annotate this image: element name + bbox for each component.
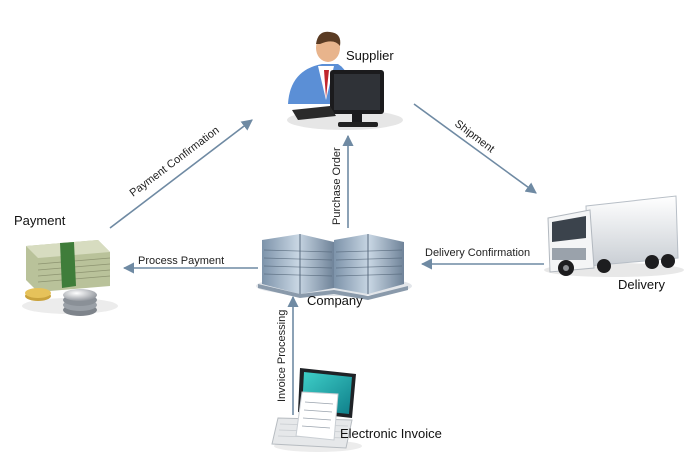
edge-label-payment-confirmation: Payment Confirmation bbox=[128, 124, 222, 199]
edge-label-purchase-order: Purchase Order bbox=[331, 147, 343, 225]
company-icon bbox=[256, 234, 412, 300]
edge-label-delivery-confirmation: Delivery Confirmation bbox=[425, 247, 530, 259]
arrow-payment-confirmation bbox=[109, 119, 253, 229]
arrow-shipment bbox=[413, 103, 537, 194]
node-label-electronic-invoice: Electronic Invoice bbox=[340, 426, 442, 441]
node-label-supplier: Supplier bbox=[346, 48, 394, 63]
edge-label-invoice-processing: Invoice Processing bbox=[276, 310, 288, 402]
node-label-delivery: Delivery bbox=[618, 277, 665, 292]
supplier-icon bbox=[287, 31, 403, 130]
electronic-invoice-icon bbox=[271, 368, 362, 452]
edge-label-process-payment: Process Payment bbox=[138, 255, 224, 267]
payment-icon bbox=[22, 240, 118, 316]
node-label-company: Company bbox=[307, 293, 363, 308]
delivery-truck-icon bbox=[544, 195, 684, 277]
node-label-payment: Payment bbox=[14, 213, 66, 228]
